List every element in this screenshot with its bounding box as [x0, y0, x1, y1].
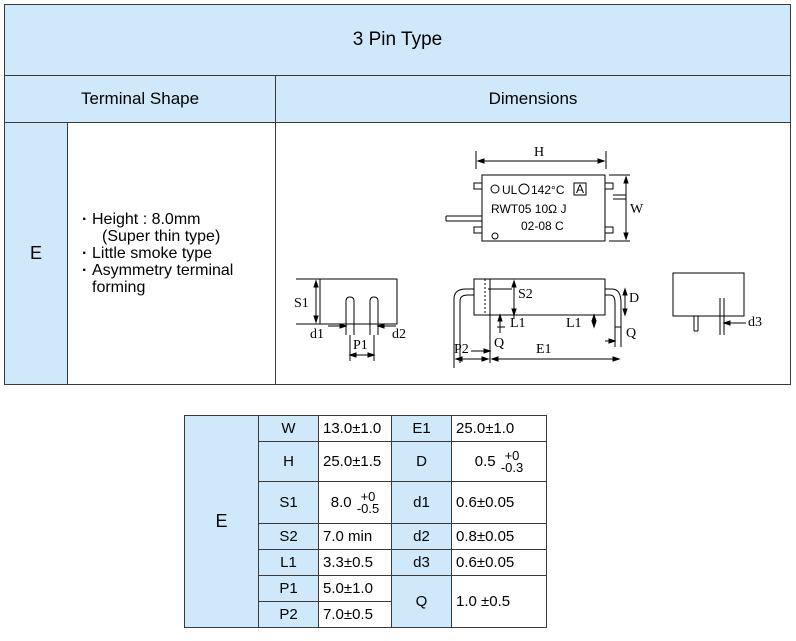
- label-Q-left: Q: [494, 336, 504, 351]
- top-view: H W UL 142°C: [445, 145, 644, 242]
- spec-label-E1: E1: [391, 415, 452, 442]
- spec-value-D-tolerance: +0 -0.3: [500, 447, 524, 475]
- feature-subtext: forming: [92, 279, 146, 296]
- label-P1: P1: [353, 338, 368, 353]
- spec-label-d1: d1: [391, 481, 452, 524]
- label-L1-left: L1: [510, 316, 526, 331]
- label-d1: d1: [310, 327, 324, 342]
- label-E1: E1: [536, 342, 552, 357]
- type-label: E: [5, 123, 68, 384]
- spec-value-S1-tolerance: +0 -0.5: [356, 488, 380, 516]
- feature-text: Asymmetry terminal: [92, 262, 234, 279]
- feature-list: Height : 8.0mm (Super thin type) Little …: [68, 211, 233, 296]
- spec-label-L1: L1: [258, 549, 319, 576]
- feature-subtext: (Super thin type): [102, 228, 221, 245]
- svg-text:UL: UL: [502, 183, 518, 197]
- spec-label-P1: P1: [258, 575, 319, 602]
- left-side-view: S1 d1 d2 P1: [294, 278, 406, 361]
- tolerance-minus: -0.5: [356, 500, 380, 516]
- label-D: D: [629, 291, 639, 306]
- spec-value-d2: 0.8±0.05: [451, 523, 547, 550]
- spec-label-S1: S1: [258, 481, 319, 524]
- dimension-drawing: H W UL 142°C: [294, 145, 762, 368]
- tolerance-plus: +0: [504, 447, 520, 463]
- spec-label-P2: P2: [258, 601, 319, 628]
- label-Q-right: Q: [626, 326, 636, 341]
- spec-value-P2: 7.0±0.5: [318, 601, 392, 628]
- marking-rating: 142°C: [531, 183, 565, 197]
- spec-label-d3: d3: [391, 549, 452, 576]
- spec-value-S2: 7.0 min: [318, 523, 392, 550]
- spec-value-Q: 1.0 ±0.5: [451, 575, 547, 628]
- spec-value-D-base: 0.5: [474, 452, 496, 470]
- spec-label-H: H: [258, 441, 319, 482]
- spec-label-W: W: [258, 415, 319, 442]
- spec-label-D: D: [391, 441, 452, 482]
- feature-item: Asymmetry terminal forming: [82, 262, 233, 296]
- spec-value-d1: 0.6±0.05: [451, 481, 547, 524]
- marking-lot: 02-08 C: [521, 219, 564, 233]
- table-row: L1 3.3±0.5 d3 0.6±0.05: [185, 549, 547, 576]
- label-d2: d2: [392, 327, 406, 342]
- table-row: E W 13.0±1.0 E1 25.0±1.0: [184, 415, 547, 628]
- label-S1: S1: [294, 296, 309, 311]
- label-P2: P2: [454, 342, 469, 357]
- spec-value-E1: 25.0±1.0: [451, 415, 547, 442]
- dimension-spec-table: E W 13.0±1.0 E1 25.0±1.0 H 25.0±1.5 D 0.…: [184, 415, 547, 628]
- label-S2: S2: [518, 287, 533, 302]
- feature-item: Height : 8.0mm (Super thin type): [82, 211, 233, 245]
- marking-class: A: [576, 182, 584, 196]
- feature-list-cell: Height : 8.0mm (Super thin type) Little …: [68, 123, 276, 384]
- dimensions-header: Dimensions: [276, 76, 790, 123]
- spec-value-W: 13.0±1.0: [318, 415, 392, 442]
- right-side-view: d3: [672, 272, 762, 335]
- front-view: S2 L1 L1 D Q: [453, 278, 639, 368]
- spec-value-H: 25.0±1.5: [318, 441, 392, 482]
- label-W: W: [630, 202, 644, 217]
- feature-item: Little smoke type: [82, 245, 233, 262]
- dimension-drawing-cell: H W UL 142°C: [276, 123, 790, 384]
- table-title: 3 Pin Type: [5, 5, 790, 76]
- label-d3: d3: [748, 315, 762, 330]
- feature-text: Height : 8.0mm: [92, 211, 201, 228]
- tolerance-plus: +0: [360, 488, 376, 504]
- feature-text: Little smoke type: [92, 245, 213, 262]
- label-H: H: [534, 145, 544, 160]
- table-row: S1 8.0 +0 -0.5 d1 0.6±0.05: [185, 481, 547, 524]
- spec-value-L1: 3.3±0.5: [318, 549, 392, 576]
- spec-value-S1-base: 8.0: [330, 493, 352, 511]
- marking-model: RWT05 10Ω J: [491, 202, 566, 216]
- spec-value-S1: 8.0 +0 -0.5: [318, 481, 392, 524]
- table-row: P2 7.0±0.5: [185, 601, 547, 628]
- spec-label-d2: d2: [391, 523, 452, 550]
- terminal-type-table: 3 Pin Type Terminal Shape Dimensions E H…: [4, 4, 791, 385]
- spec-value-P1: 5.0±1.0: [318, 575, 392, 602]
- tolerance-minus: -0.3: [500, 459, 524, 475]
- table-row: H 25.0±1.5 D 0.5 +0 -0.3: [185, 441, 547, 482]
- terminal-shape-header: Terminal Shape: [5, 76, 276, 123]
- spec-value-d3: 0.6±0.05: [451, 549, 547, 576]
- spec-type-label: E: [184, 415, 259, 628]
- spec-label-Q: Q: [391, 575, 452, 628]
- label-L1-right: L1: [566, 316, 582, 331]
- spec-label-S2: S2: [258, 523, 319, 550]
- spec-value-D: 0.5 +0 -0.3: [451, 441, 547, 482]
